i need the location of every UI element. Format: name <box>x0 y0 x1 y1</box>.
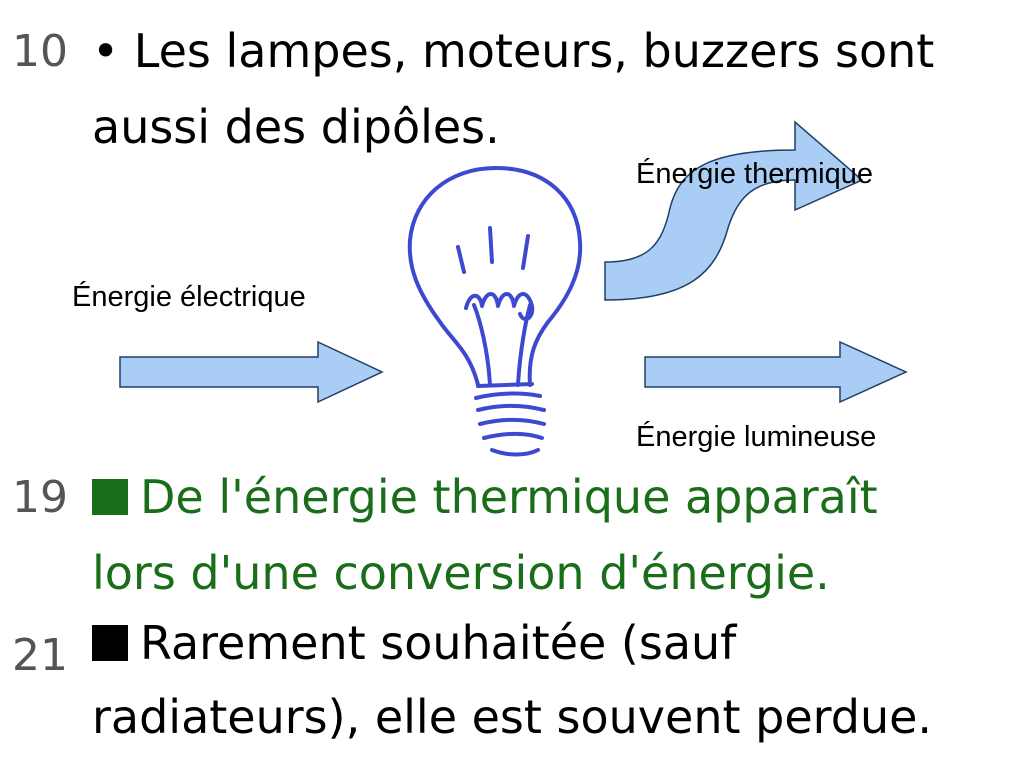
black-square-bullet-icon <box>92 625 128 661</box>
item-number-21: 21 <box>12 630 68 681</box>
electric-energy-label: Énergie électrique <box>72 281 306 313</box>
item-number-19: 19 <box>12 472 68 523</box>
item-3-text-1: Rarement souhaitée (sauf <box>140 616 737 670</box>
item-number-10: 10 <box>12 26 68 77</box>
green-square-bullet-icon <box>92 479 128 515</box>
item-2-line-2: lors d'une conversion d'énergie. <box>92 546 830 600</box>
light-bulb-icon <box>407 166 583 457</box>
item-1-line-1: • Les lampes, moteurs, buzzers sont <box>92 28 934 74</box>
light-energy-label: Énergie lumineuse <box>636 421 877 453</box>
item-2-line-1: De l'énergie thermique apparaît <box>92 474 878 520</box>
electric-energy-arrow <box>119 340 384 404</box>
item-2-text-1: De l'énergie thermique apparaît <box>140 470 878 524</box>
thermal-energy-arrow <box>604 120 864 301</box>
item-3-line-1: Rarement souhaitée (sauf <box>92 620 736 666</box>
light-energy-arrow <box>644 340 908 404</box>
item-3-line-2: radiateurs), elle est souvent perdue. <box>92 690 933 744</box>
item-1-text-1: Les lampes, moteurs, buzzers sont <box>133 24 935 78</box>
item-1-line-2: aussi des dipôles. <box>92 100 500 154</box>
thermal-energy-label: Énergie thermique <box>636 158 873 190</box>
bullet-dot: • <box>92 24 120 78</box>
